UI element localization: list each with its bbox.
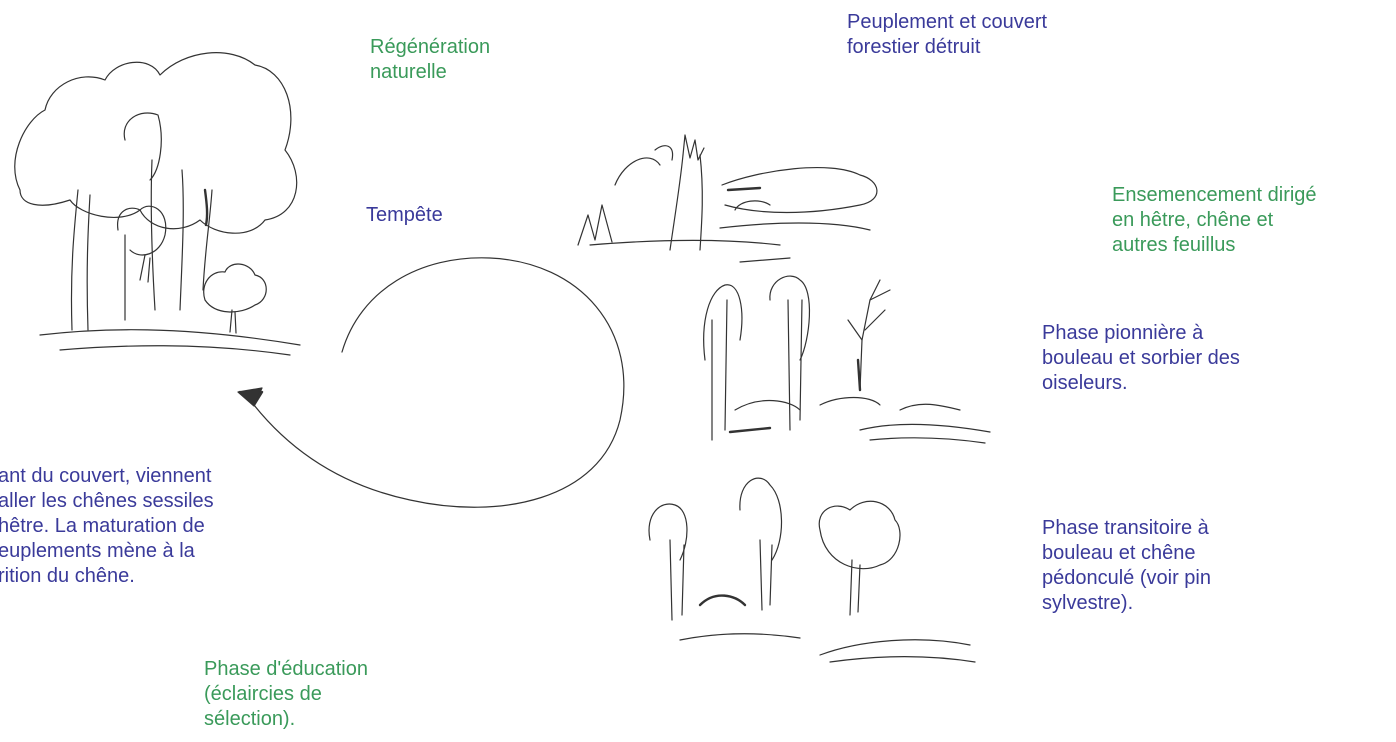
- education-phase-label: Phase d'éducation (éclaircies de sélecti…: [204, 657, 368, 732]
- destroyed-stand-sketch: [578, 135, 877, 262]
- canopy-maturation-text: ant du couvert, viennent aller les chêne…: [0, 464, 214, 589]
- pioneer-phase-label: Phase pionnière à bouleau et sorbier des…: [1042, 321, 1240, 396]
- directed-seeding-label: Ensemencement dirigé en hêtre, chêne et …: [1112, 183, 1317, 258]
- mature-forest-sketch: [15, 53, 300, 355]
- destroyed-stand-label: Peuplement et couvert forestier détruit: [847, 10, 1047, 60]
- transition-phase-label: Phase transitoire à bouleau et chêne péd…: [1042, 516, 1211, 616]
- pioneer-phase-sketch: [704, 276, 990, 443]
- storm-label: Tempête: [366, 203, 443, 228]
- transition-phase-sketch: [649, 478, 975, 662]
- cycle-arrow: [238, 258, 624, 507]
- natural-regeneration-label: Régénération naturelle: [370, 35, 490, 85]
